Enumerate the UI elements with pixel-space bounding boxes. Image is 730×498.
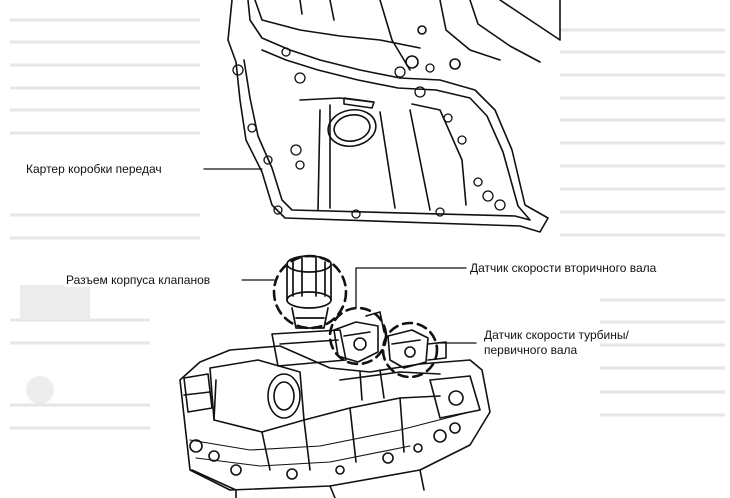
label-valve-body-connector: Разъем корпуса клапанов xyxy=(64,273,213,287)
valve-body-connector-drawing xyxy=(286,255,332,329)
turbine-sensor-callout-circle xyxy=(381,321,439,379)
connector-callout-circle xyxy=(272,254,348,330)
valve-body-drawing xyxy=(179,329,491,498)
label-turbine-speed-sensor-line1: Датчик скорости турбины/ xyxy=(482,328,631,342)
secondary-sensor-leader xyxy=(355,267,467,309)
label-turbine-speed-sensor-line2: первичного вала xyxy=(482,343,580,357)
label-secondary-shaft-speed-sensor: Датчик скорости вторичного вала xyxy=(468,261,659,275)
label-gearbox-case: Картер коробки передач xyxy=(24,162,164,176)
gearbox-case-drawing xyxy=(227,0,561,233)
